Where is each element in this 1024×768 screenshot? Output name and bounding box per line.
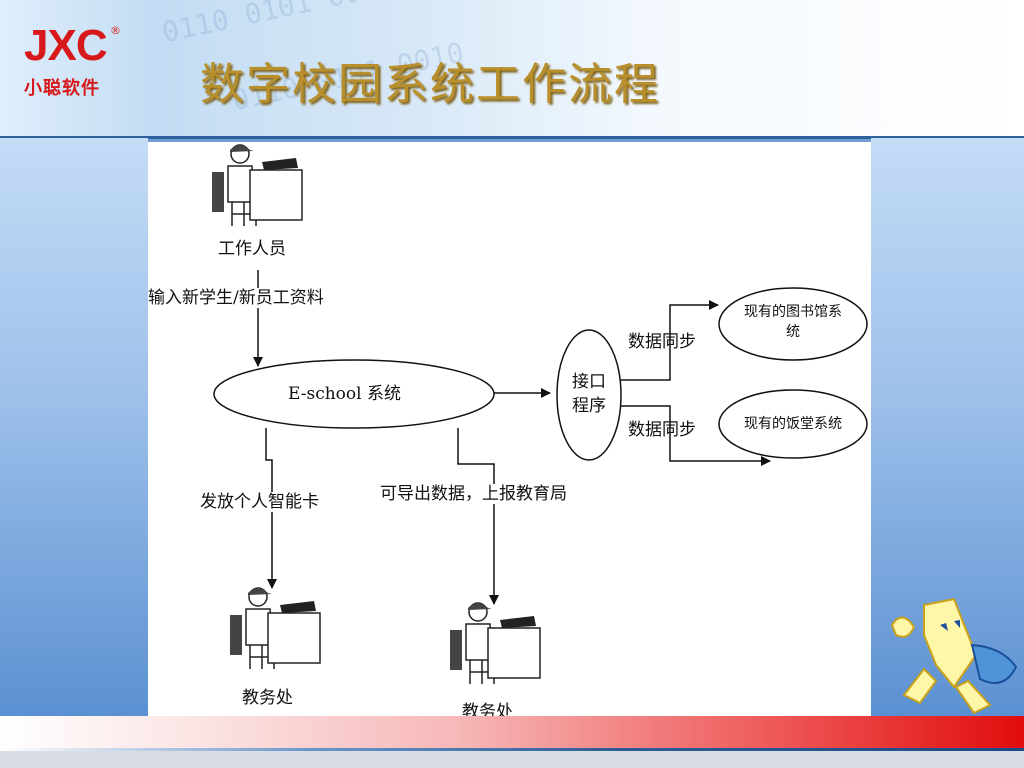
worker-icon [449,602,541,685]
main-system-label: E-school 系统 [288,384,401,404]
library-system-label-line2: 统 [786,324,800,340]
diagram-canvas [211,144,868,685]
footer-red-band [0,716,1024,748]
interface-program-node [556,329,622,461]
actor-right-label: 教务处 [462,702,513,716]
worker-icon [229,587,321,670]
header-divider [0,136,1024,139]
left-background-panel [0,138,148,718]
interface-label-line1: 接口 [572,372,606,392]
slide-title: 数字校园系统工作流程 [200,59,660,110]
workflow-diagram: 工作人员 输入新学生/新员工资料 E-school 系统 接口 程序 数据同步 … [148,142,871,716]
arrow-export [457,428,499,605]
binary-decoration: 0110 0101 0010 [159,0,397,50]
edge-card-label: 发放个人智能卡 [200,492,319,512]
edge-export-label: 可导出数据，上报教育局 [380,484,567,504]
actor-left-label: 教务处 [242,688,293,708]
sync-label-bottom: 数据同步 [628,420,696,440]
jxc-logo: JXC ® 小聪软件 [24,21,121,100]
arrow-sync-canteen [620,405,771,466]
footer-grey-band [0,751,1024,768]
interface-label-line2: 程序 [572,396,606,416]
library-system-node [718,287,868,361]
actor-top-label: 工作人员 [218,239,286,259]
canteen-system-label: 现有的饭堂系统 [744,416,842,432]
arrow-sync-library [620,300,719,381]
e-school-system-node [213,359,495,429]
running-mascot-icon [890,597,1018,715]
logo-registered-mark: ® [110,24,121,37]
logo-brand: JXC [24,21,108,70]
canteen-system-node [718,389,868,459]
slide-header: 0110 0101 0010 0110 0101 0010 JXC ® 小聪软件… [0,0,1024,138]
logo-subtitle: 小聪软件 [24,78,100,99]
sync-label-top: 数据同步 [628,332,696,352]
worker-icon [211,144,303,227]
edge-input-label: 输入新学生/新员工资料 [148,288,324,308]
arrow-card [265,428,277,589]
footer-blue-line [0,748,1024,751]
library-system-label-line1: 现有的图书馆系 [744,304,842,320]
